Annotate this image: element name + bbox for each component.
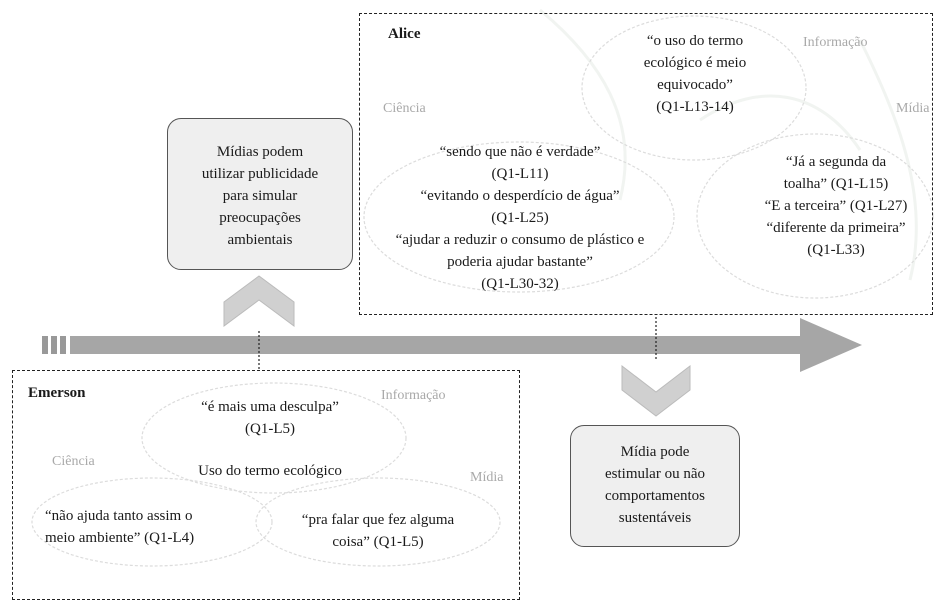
alice-circle-informacao — [581, 15, 807, 161]
timeline-arrow — [42, 318, 862, 372]
emerson-category-midia: Mídia — [470, 470, 504, 485]
emerson-quote-ciencia: “não ajuda tanto assim o meio ambiente” … — [45, 508, 195, 546]
alice-panel — [359, 13, 933, 315]
alice-category-midia: Mídia — [896, 101, 930, 116]
alice-category-informacao: Informação — [803, 35, 868, 50]
emerson-venn — [31, 382, 501, 567]
emerson-category-ciencia: Ciência — [52, 454, 95, 469]
alice-name: Alice — [388, 26, 421, 42]
emerson-name: Emerson — [28, 385, 86, 401]
emerson-quote-midia: “pra falar que fez alguma coisa” (Q1-L5) — [301, 512, 455, 550]
alice-circle-ciencia — [363, 141, 675, 293]
emerson-category-informacao: Informação — [381, 388, 446, 403]
emerson-center-label: Uso do termo ecológico — [198, 463, 342, 479]
emerson-circle-informacao — [141, 382, 407, 494]
background-watermark — [539, 8, 918, 281]
alice-quote-ciencia: “sendo que não é verdade” (Q1-L11) “evit… — [395, 144, 645, 292]
diagram-graphics — [31, 8, 934, 567]
callout-top: Mídias podem utilizar publicidade para s… — [167, 118, 353, 270]
emerson-circle-ciencia — [31, 477, 273, 567]
emerson-quote-informacao: “é mais uma desculpa” (Q1-L5) — [201, 399, 339, 437]
alice-circle-midia — [696, 133, 934, 299]
alice-quote-midia: “Já a segunda da toalha” (Q1-L15) “E a t… — [764, 154, 908, 258]
alice-quote-informacao: “o uso do termo ecológico é meio equivoc… — [643, 33, 747, 115]
callout-bottom: Mídia pode estimular ou não comportament… — [570, 425, 740, 547]
chevron-down-icon — [621, 364, 691, 417]
alice-venn — [363, 15, 934, 299]
alice-category-ciencia: Ciência — [383, 101, 426, 116]
chevron-up-icon — [223, 275, 295, 327]
emerson-circle-midia — [255, 477, 501, 567]
